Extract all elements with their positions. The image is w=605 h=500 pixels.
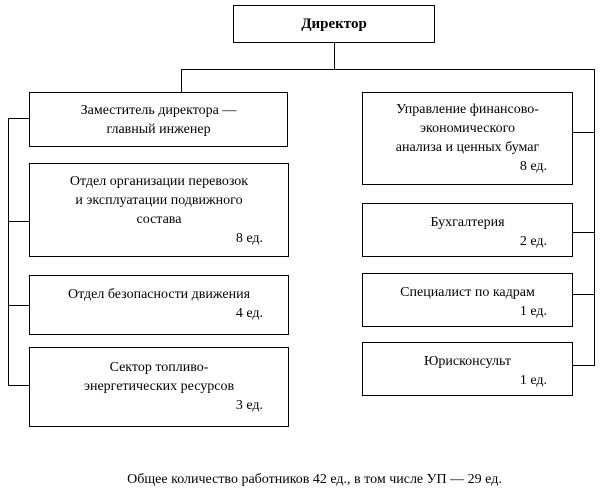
node-label-line: Заместитель директора — [80,103,237,118]
headcount-label: 1 ед. [519,304,547,319]
node-finance-department: Управление финансово- экономического ана… [362,92,573,185]
node-deputy-director: Заместитель директора — главный инженер [29,92,288,147]
connector-stub-finance [572,132,594,133]
node-label-line: энергетических ресурсов [83,379,235,394]
node-label-line: экономического [420,121,515,136]
headcount-label: 8 ед. [235,231,263,246]
node-label-line: Специалист по кадрам [400,285,535,300]
headcount-label: 4 ед. [235,306,263,321]
total-headcount-note: Общее количество работников 42 ед., в то… [127,472,502,487]
connector-stub-legal [572,365,594,366]
node-fuel-energy-sector: Сектор топливо- энергетических ресурсов … [29,347,289,427]
connector-stub-accounting [572,232,594,233]
node-label-line: Сектор топливо- [109,360,209,375]
node-label-line: главный инженер [106,122,211,137]
node-accounting: Бухгалтерия 2 ед. [362,203,573,257]
connector-main-horizontal [181,69,595,70]
connector-stub-fuel [8,385,29,386]
connector-right-trunk [594,69,595,366]
headcount-label: 2 ед. [519,234,547,249]
headcount-label: 3 ед. [235,398,263,413]
connector-left-trunk [8,118,9,386]
node-safety-department: Отдел безопасности движения 4 ед. [29,275,289,335]
connector-deputy-drop [181,69,182,92]
node-label-line: Отдел организации перевозок [69,174,249,189]
connector-stub-deputy [8,118,29,119]
node-label-line: Отдел безопасности движения [67,287,251,302]
node-label-line: Бухгалтерия [430,215,505,230]
connector-stub-transport [8,221,29,222]
connector-stub-hr [572,294,594,295]
node-label-line: Управление финансово- [396,102,539,117]
connector-stub-safety [8,305,29,306]
node-director: Директор [233,5,435,43]
node-transport-department: Отдел организации перевозок и эксплуатац… [29,163,289,257]
connector-director-drop [334,43,335,70]
headcount-label: 1 ед. [519,373,547,388]
headcount-label: 8 ед. [519,159,547,174]
node-label-line: анализа и ценных бумаг [395,140,540,155]
node-director-label: Директор [301,15,367,32]
node-legal-counsel: Юрисконсульт 1 ед. [362,342,573,396]
node-label-line: состава [136,212,182,227]
node-label-line: и эксплуатации подвижного [75,193,243,208]
node-label-line: Юрисконсульт [423,354,512,369]
node-hr-specialist: Специалист по кадрам 1 ед. [362,273,573,327]
